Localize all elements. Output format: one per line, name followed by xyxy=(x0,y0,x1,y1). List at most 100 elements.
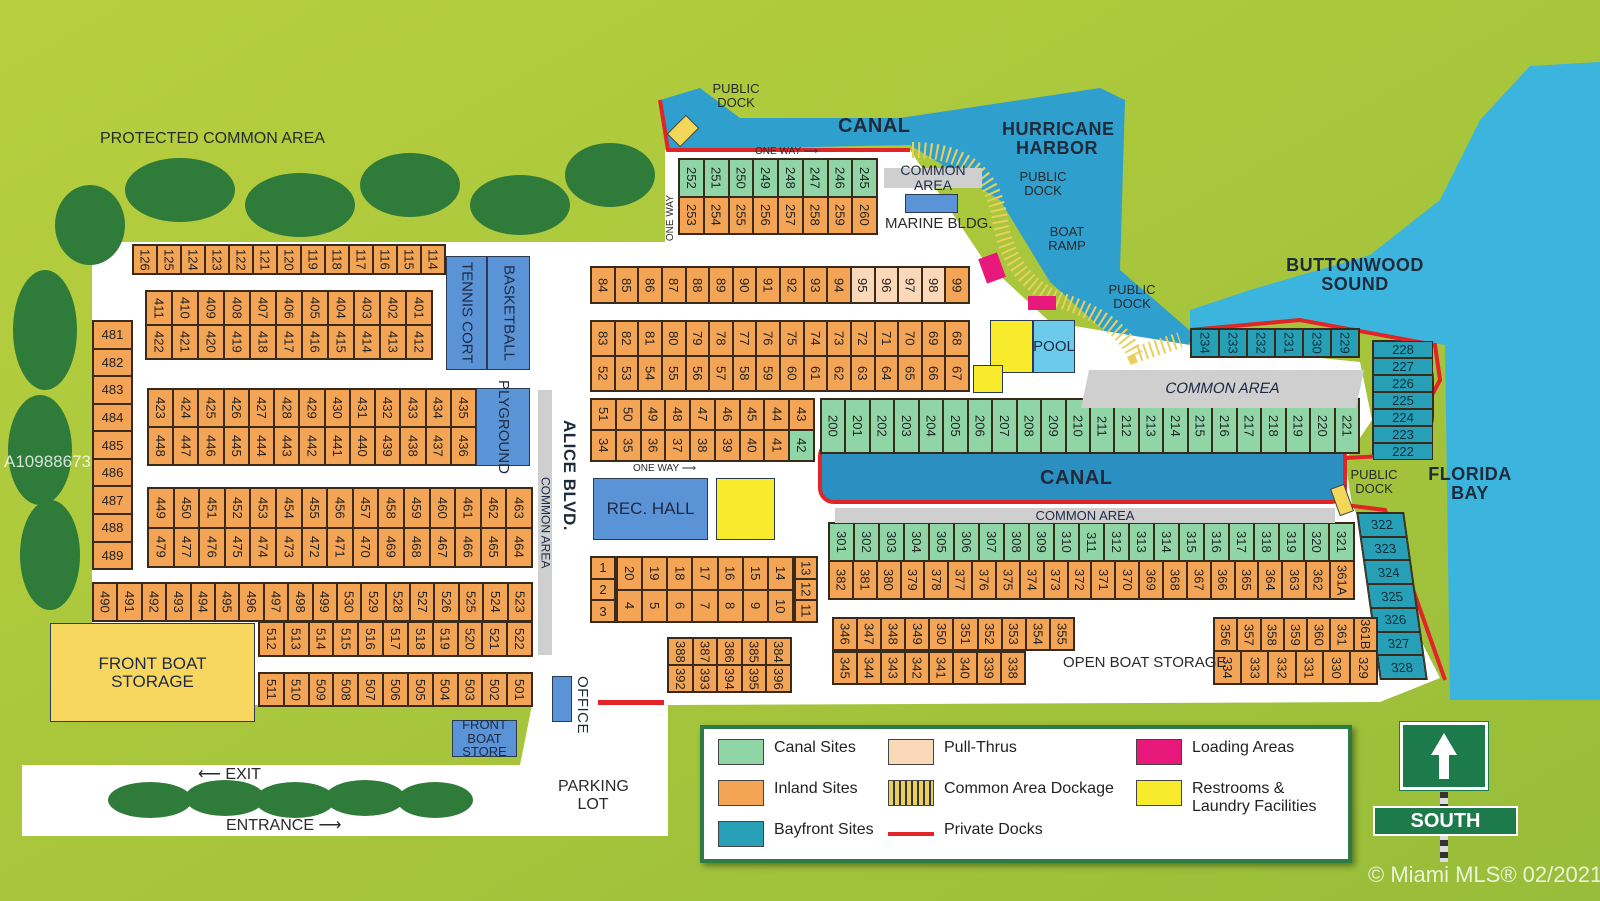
lot-126[interactable]: 126 xyxy=(133,245,157,274)
lot-256[interactable]: 256 xyxy=(753,196,778,234)
lot-84[interactable]: 84 xyxy=(591,267,615,303)
lot-114[interactable]: 114 xyxy=(421,245,445,274)
lot-15[interactable]: 15 xyxy=(742,557,768,590)
lot-208[interactable]: 208 xyxy=(1016,399,1042,453)
lot-467[interactable]: 467 xyxy=(429,527,456,567)
lot-374[interactable]: 374 xyxy=(1019,561,1044,599)
lot-85[interactable]: 85 xyxy=(614,267,639,303)
lot-371[interactable]: 371 xyxy=(1091,561,1116,599)
lot-432[interactable]: 432 xyxy=(375,389,401,427)
lot-220[interactable]: 220 xyxy=(1310,399,1335,453)
lot-395[interactable]: 395 xyxy=(741,665,767,692)
lot-303[interactable]: 303 xyxy=(879,523,904,561)
lot-358[interactable]: 358 xyxy=(1260,618,1284,651)
lot-387[interactable]: 387 xyxy=(692,638,718,665)
lot-373[interactable]: 373 xyxy=(1043,561,1068,599)
lot-232[interactable]: 232 xyxy=(1247,329,1275,357)
lot-359[interactable]: 359 xyxy=(1283,618,1308,651)
lot-510[interactable]: 510 xyxy=(283,673,309,706)
lot-407[interactable]: 407 xyxy=(250,291,276,325)
lot-519[interactable]: 519 xyxy=(432,622,458,656)
lot-19[interactable]: 19 xyxy=(642,557,668,590)
lot-65[interactable]: 65 xyxy=(898,356,922,391)
lot-492[interactable]: 492 xyxy=(141,583,167,621)
lot-78[interactable]: 78 xyxy=(709,321,733,356)
lot-247[interactable]: 247 xyxy=(802,159,828,197)
lot-361B[interactable]: 361B xyxy=(1353,618,1377,651)
lot-254[interactable]: 254 xyxy=(703,196,729,234)
lot-505[interactable]: 505 xyxy=(407,673,433,706)
lot-20[interactable]: 20 xyxy=(617,557,643,590)
lot-245[interactable]: 245 xyxy=(852,159,877,197)
lot-60[interactable]: 60 xyxy=(780,356,804,391)
lot-4[interactable]: 4 xyxy=(617,589,643,622)
lot-523[interactable]: 523 xyxy=(507,583,533,621)
lot-444[interactable]: 444 xyxy=(248,427,275,465)
lot-257[interactable]: 257 xyxy=(778,196,803,234)
lot-494[interactable]: 494 xyxy=(190,583,215,621)
lot-50[interactable]: 50 xyxy=(615,399,641,430)
lot-311[interactable]: 311 xyxy=(1079,523,1104,561)
lot-329[interactable]: 329 xyxy=(1349,651,1378,684)
lot-318[interactable]: 318 xyxy=(1254,523,1279,561)
lot-301[interactable]: 301 xyxy=(829,523,854,561)
lot-11[interactable]: 11 xyxy=(795,600,817,623)
lot-77[interactable]: 77 xyxy=(732,321,757,356)
lot-304[interactable]: 304 xyxy=(904,523,929,561)
lot-117[interactable]: 117 xyxy=(349,245,373,274)
lot-313[interactable]: 313 xyxy=(1129,523,1154,561)
lot-410[interactable]: 410 xyxy=(172,291,198,325)
lot-388[interactable]: 388 xyxy=(668,638,693,665)
lot-481[interactable]: 481 xyxy=(93,321,132,349)
lot-339[interactable]: 339 xyxy=(977,652,1001,684)
lot-411[interactable]: 411 xyxy=(146,291,172,325)
lot-8[interactable]: 8 xyxy=(717,589,743,622)
lot-202[interactable]: 202 xyxy=(869,399,895,453)
lot-486[interactable]: 486 xyxy=(93,458,132,487)
lot-307[interactable]: 307 xyxy=(979,523,1004,561)
lot-45[interactable]: 45 xyxy=(739,399,765,430)
lot-454[interactable]: 454 xyxy=(275,488,302,528)
lot-255[interactable]: 255 xyxy=(728,196,754,234)
lot-41[interactable]: 41 xyxy=(764,430,790,461)
lot-216[interactable]: 216 xyxy=(1212,399,1237,453)
lot-528[interactable]: 528 xyxy=(385,583,411,621)
lot-347[interactable]: 347 xyxy=(857,618,882,650)
lot-497[interactable]: 497 xyxy=(263,583,289,621)
lot-47[interactable]: 47 xyxy=(690,399,715,430)
lot-522[interactable]: 522 xyxy=(507,622,532,656)
lot-75[interactable]: 75 xyxy=(780,321,804,356)
lot-54[interactable]: 54 xyxy=(638,356,662,391)
lot-435[interactable]: 435 xyxy=(450,389,477,427)
lot-495[interactable]: 495 xyxy=(214,583,240,621)
lot-48[interactable]: 48 xyxy=(665,399,691,430)
lot-115[interactable]: 115 xyxy=(397,245,421,274)
lot-258[interactable]: 258 xyxy=(802,196,828,234)
lot-433[interactable]: 433 xyxy=(400,389,426,427)
lot-484[interactable]: 484 xyxy=(93,403,132,432)
lot-322[interactable]: 322 xyxy=(1357,513,1407,537)
lot-125[interactable]: 125 xyxy=(157,245,181,274)
lot-122[interactable]: 122 xyxy=(229,245,253,274)
lot-214[interactable]: 214 xyxy=(1163,399,1188,453)
lot-320[interactable]: 320 xyxy=(1304,523,1329,561)
lot-403[interactable]: 403 xyxy=(354,291,380,325)
lot-443[interactable]: 443 xyxy=(274,427,300,465)
lot-469[interactable]: 469 xyxy=(378,527,404,567)
lot-416[interactable]: 416 xyxy=(302,325,328,359)
lot-53[interactable]: 53 xyxy=(614,356,639,391)
lot-209[interactable]: 209 xyxy=(1041,399,1066,453)
lot-80[interactable]: 80 xyxy=(661,321,686,356)
lot-446[interactable]: 446 xyxy=(198,427,224,465)
lot-76[interactable]: 76 xyxy=(756,321,780,356)
lot-97[interactable]: 97 xyxy=(898,267,922,303)
lot-62[interactable]: 62 xyxy=(827,356,851,391)
lot-498[interactable]: 498 xyxy=(288,583,313,621)
lot-234[interactable]: 234 xyxy=(1191,329,1219,357)
lot-52[interactable]: 52 xyxy=(591,356,615,391)
lot-118[interactable]: 118 xyxy=(325,245,349,274)
lot-496[interactable]: 496 xyxy=(239,583,264,621)
lot-360[interactable]: 360 xyxy=(1307,618,1331,651)
lot-405[interactable]: 405 xyxy=(302,291,328,325)
lot-94[interactable]: 94 xyxy=(827,267,851,303)
